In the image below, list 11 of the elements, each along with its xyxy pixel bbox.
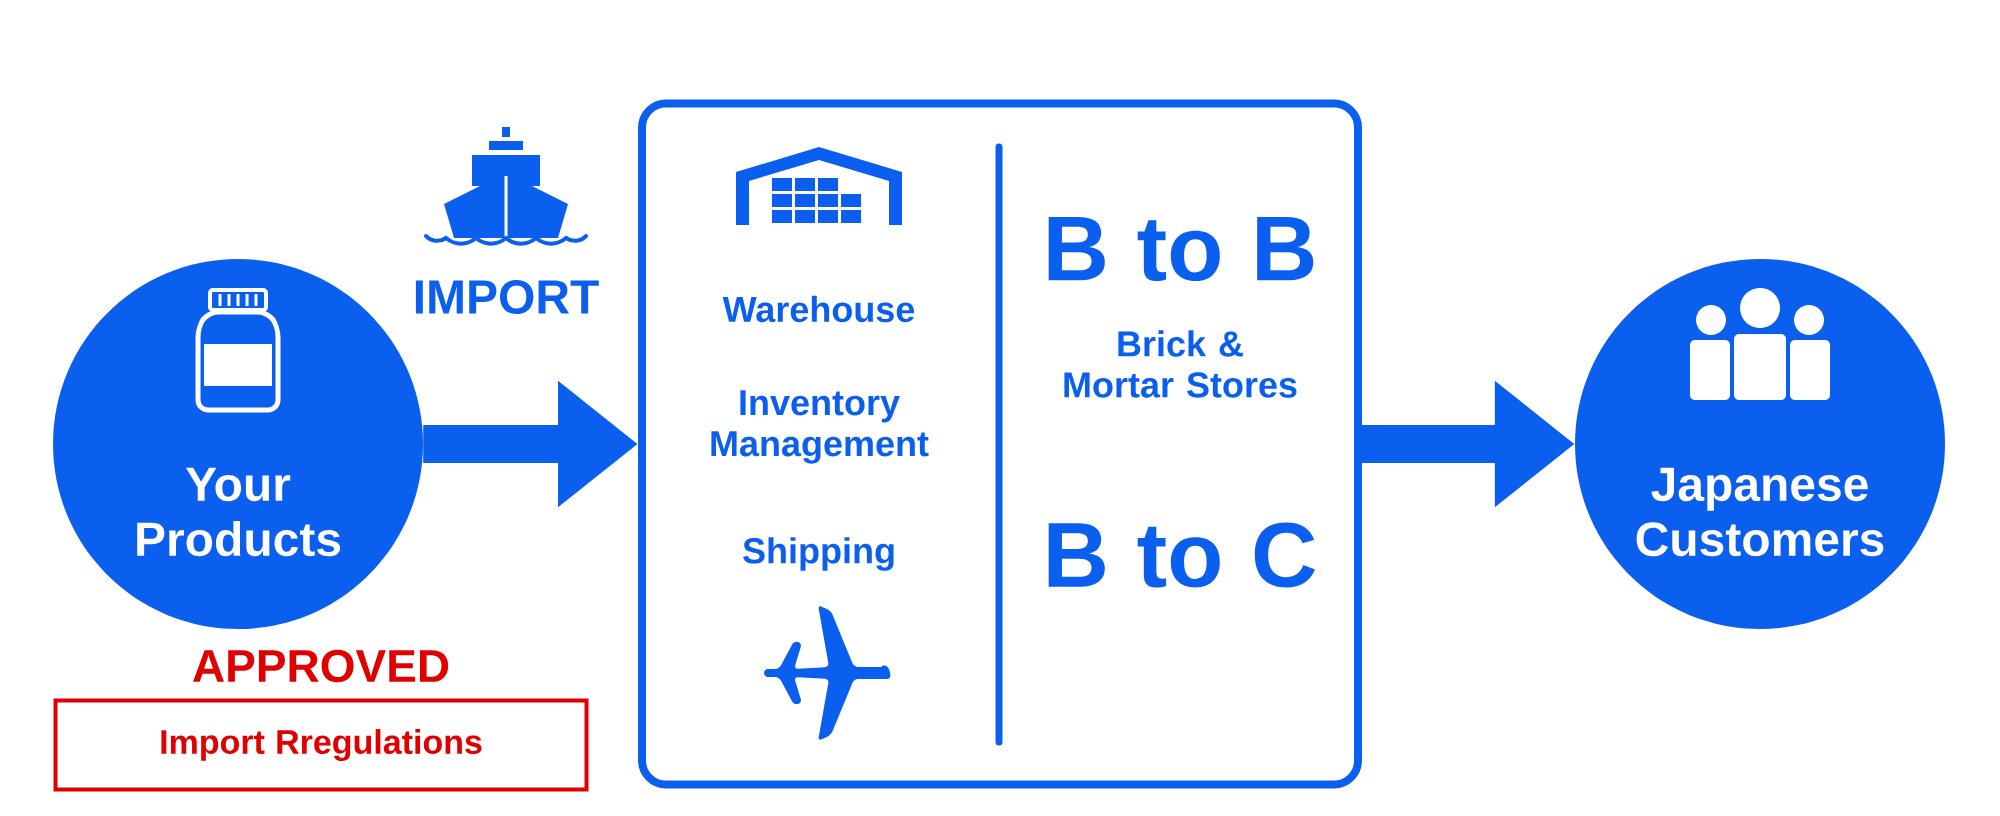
- channel-heading: B to C: [1048, 522, 1315, 588]
- service-label: Shipping: [743, 537, 894, 571]
- service-label: Inventory Management: [711, 390, 929, 464]
- node-text: Your Products: [137, 467, 341, 557]
- edge-label: IMPORT: [415, 280, 599, 314]
- heading: APPROVED: [193, 649, 449, 683]
- node-text: Japanese Customers: [1636, 467, 1884, 557]
- service-label: Warehouse: [722, 295, 915, 323]
- service-label: Brick & Mortar Stores: [1064, 330, 1297, 398]
- regulation-box: Import Rregulations: [53, 698, 589, 792]
- channel-heading: B to B: [1048, 216, 1314, 282]
